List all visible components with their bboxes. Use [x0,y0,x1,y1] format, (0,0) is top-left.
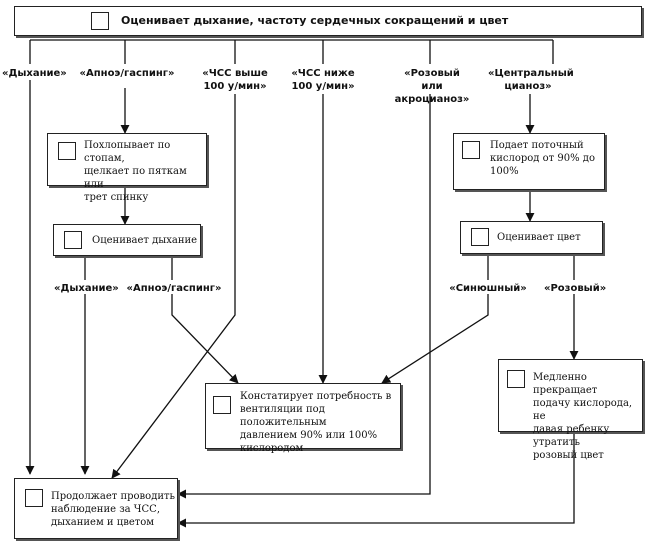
checkbox-icon[interactable] [507,370,525,388]
stimulate-text: Похлопывает по стопам, щелкает по пяткам… [84,140,187,203]
checkbox-icon[interactable] [462,141,480,159]
withdraw-to-continue [177,432,575,528]
checkbox-icon[interactable] [471,228,489,246]
pink-acro-to-continue [177,94,431,499]
checkbox-icon[interactable] [213,396,231,414]
cyanotic-to-ventilation [381,294,489,384]
checkbox-icon[interactable] [91,12,109,30]
ventilation-text: Констатирует потребность в вентиляции по… [240,391,392,454]
assess-breathing-box: Оценивает дыхание [53,224,201,256]
continue-observation-text: Продолжает проводить наблюдение за ЧСС, … [51,491,175,528]
checkbox-icon[interactable] [58,142,76,160]
oxygen-box: Подает поточный кислород от 90% до 100% [453,133,605,190]
assess-all-box: Оценивает дыхание, частоту сердечных сок… [14,6,642,36]
assess-all-text: Оценивает дыхание, частоту сердечных сок… [121,14,509,27]
withdraw-oxygen-text: Медленно прекращает подачу кислорода, не… [533,372,633,461]
apnea2-to-ventilation [171,294,239,384]
oxygen-text: Подает поточный кислород от 90% до 100% [490,140,595,177]
label-hr-below: «ЧСС ниже 100 у/мин» [291,68,355,92]
checkbox-icon[interactable] [25,489,43,507]
assess-color-text: Оценивает цвет [497,232,581,243]
assess-breathing-text: Оценивает дыхание [92,235,198,246]
assess-color-box: Оценивает цвет [460,221,603,254]
checkbox-icon[interactable] [64,231,82,249]
withdraw-oxygen-box: Медленно прекращает подачу кислорода, не… [498,359,643,461]
hr-above-to-continue [111,94,236,479]
label-apnea-2: «Апноэ/гаспинг» [126,283,222,294]
label-hr-above: «ЧСС выше 100 у/мин» [202,68,268,92]
stimulate-box: Похлопывает по стопам, щелкает по пяткам… [47,133,207,203]
label-breathing: «Дыхание» [2,68,67,79]
label-cyanotic: «Синюшный» [449,283,527,294]
continue-observation-box: Продолжает проводить наблюдение за ЧСС, … [14,478,178,539]
label-central-cyanosis: «Центральный цианоз» [488,68,574,92]
label-breathing-2: «Дыхание» [54,283,119,294]
label-apnea: «Апноэ/гаспинг» [79,68,175,79]
label-pink: «Розовый» [544,283,607,294]
label-pink-or-acrocyanosis: «Розовый или акроцианоз» [394,68,470,105]
ventilation-box: Констатирует потребность в вентиляции по… [205,383,401,454]
